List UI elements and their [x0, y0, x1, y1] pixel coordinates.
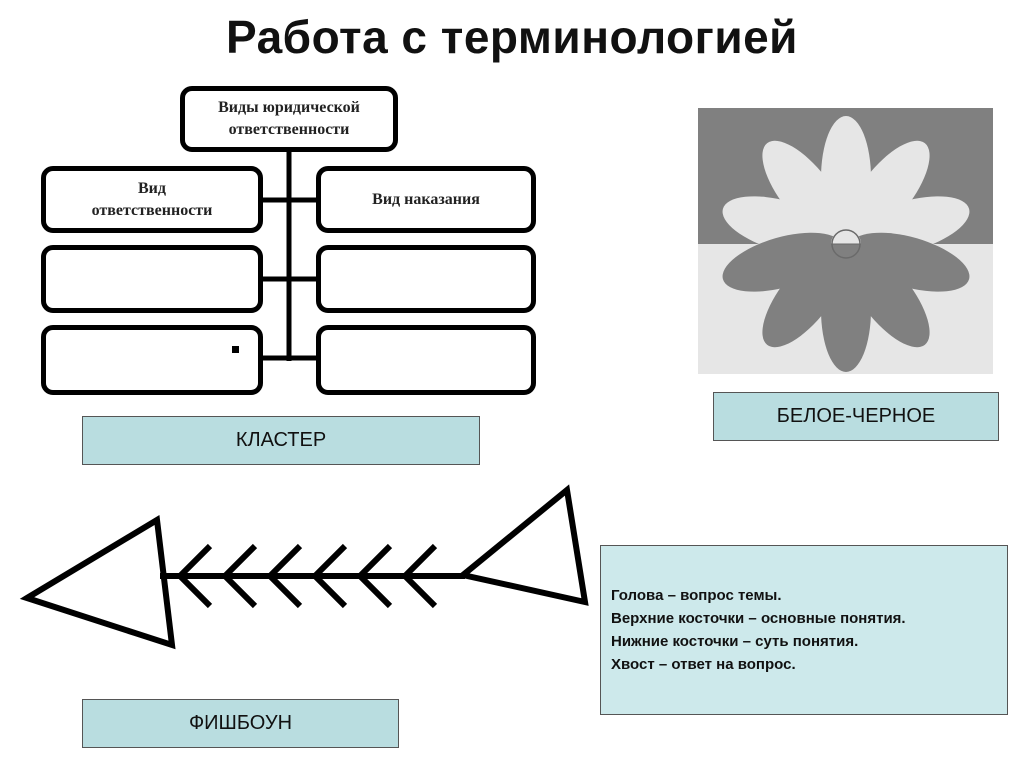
fishbone-head — [19, 515, 176, 650]
fishbone-legend-line: Хвост – ответ на вопрос. — [611, 656, 796, 673]
cluster-dot — [232, 346, 239, 353]
fishbone-legend-line: Нижние косточки – суть понятия. — [611, 633, 859, 650]
fishbone-legend: Голова – вопрос темы. Верхние косточки –… — [600, 545, 1008, 715]
fishbone-bone-4 — [310, 543, 348, 609]
cluster-right-box-3 — [316, 325, 536, 395]
fishbone-label: ФИШБОУН — [82, 699, 399, 748]
page-title: Работа с терминологией — [226, 11, 798, 63]
fishbone-bone-2 — [220, 543, 258, 609]
cluster-label-text: КЛАСТЕР — [235, 429, 327, 451]
flower-label-text: БЕЛОЕ-ЧЕРНОЕ — [776, 405, 936, 427]
cluster-left-box-1: Вид ответственности — [41, 166, 263, 233]
fishbone-bone-6 — [400, 543, 438, 609]
fishbone-bone-3 — [265, 543, 303, 609]
flower-label: БЕЛОЕ-ЧЕРНОЕ — [713, 392, 999, 441]
cluster-top-box: Виды юридической ответственности — [180, 86, 398, 152]
cluster-left-text-1: Вид ответственности — [91, 179, 213, 219]
fishbone-bone-1 — [175, 543, 213, 609]
cluster-top-text: Виды юридической ответственности — [218, 99, 360, 138]
fishbone-diagram — [19, 484, 589, 650]
fishbone-legend-line: Голова – вопрос темы. — [611, 587, 782, 604]
cluster-label: КЛАСТЕР — [82, 416, 480, 465]
cluster-right-text-1: Вид наказания — [372, 190, 480, 208]
fishbone-label-text: ФИШБОУН — [188, 712, 293, 734]
fishbone-bone-5 — [355, 543, 393, 609]
fishbone-tail — [456, 484, 589, 606]
cluster-left-box-3 — [41, 325, 263, 395]
cluster-right-box-1: Вид наказания — [316, 166, 536, 233]
cluster-right-box-2 — [316, 245, 536, 313]
white-black-flower — [698, 108, 993, 374]
cluster-connectors — [262, 150, 318, 361]
cluster-left-box-2 — [41, 245, 263, 313]
fishbone-legend-line: Верхние косточки – основные понятия. — [611, 610, 906, 627]
